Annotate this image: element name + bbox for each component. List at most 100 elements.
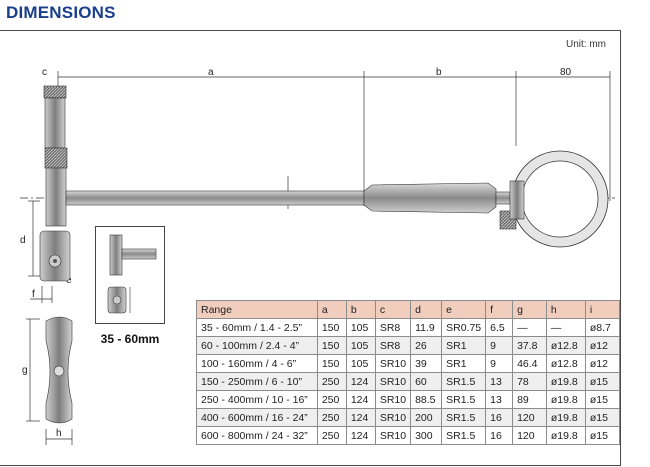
table-cell: ø12.8 <box>545 336 586 355</box>
label-f: f <box>32 289 35 300</box>
table-cell: ø15 <box>584 408 621 427</box>
table-cell: SR10 <box>374 354 412 373</box>
header-b: b <box>345 300 376 319</box>
table-cell: ø19.8 <box>545 390 586 409</box>
table-header-row: Range a b c d e f g h i <box>196 300 621 319</box>
page-title: DIMENSIONS <box>6 3 116 22</box>
gauge-drawing: c a b 80 d e f g h <box>20 67 615 445</box>
table-cell: ø8.7 <box>584 318 621 337</box>
table-cell: — <box>545 318 586 337</box>
table-cell: ø15 <box>584 372 621 391</box>
table-cell: 16 <box>485 408 514 427</box>
inset-caption: 35 - 60mm <box>100 332 160 346</box>
table-cell: SR8 <box>374 318 412 337</box>
table-cell: 150 - 250mm / 6 - 10” <box>196 372 318 391</box>
table-cell: 124 <box>345 372 376 391</box>
table-cell: 250 <box>316 426 347 445</box>
table-cell: 9 <box>485 354 514 373</box>
header-f: f <box>485 300 514 319</box>
table-cell: SR8 <box>374 336 412 355</box>
table-cell: 124 <box>345 408 376 427</box>
grip-illustration <box>363 182 497 214</box>
table-cell: 13 <box>485 372 514 391</box>
inset-drawing <box>107 234 157 314</box>
table-cell: 89 <box>512 390 547 409</box>
table-cell: 150 <box>316 318 347 337</box>
header-g: g <box>512 300 547 319</box>
table-cell: 105 <box>345 354 376 373</box>
header-i: i <box>584 300 621 319</box>
table-cell: ø15 <box>584 426 621 445</box>
table-cell: 400 - 600mm / 16 - 24” <box>196 408 318 427</box>
table-cell: 105 <box>345 336 376 355</box>
table-cell: 11.9 <box>410 318 443 337</box>
table-cell: ø12.8 <box>545 354 586 373</box>
table-cell: SR1 <box>441 336 487 355</box>
label-80: 80 <box>560 67 572 78</box>
dial-indicator-illustration <box>509 150 609 248</box>
table-cell: SR10 <box>374 426 412 445</box>
table-cell: 13 <box>485 390 514 409</box>
label-d: d <box>20 235 26 246</box>
unit-label: Unit: mm <box>566 39 606 50</box>
table-cell: 100 - 160mm / 4 - 6” <box>196 354 318 373</box>
table-cell: SR1.5 <box>441 390 487 409</box>
label-c: c <box>42 67 47 78</box>
table-cell: 250 <box>316 390 347 409</box>
table-cell: SR1.5 <box>441 408 487 427</box>
table-cell: 26 <box>410 336 443 355</box>
table-cell: SR1.5 <box>441 372 487 391</box>
header-c: c <box>374 300 412 319</box>
table-cell: 250 <box>316 408 347 427</box>
table-cell: 124 <box>345 390 376 409</box>
label-a: a <box>208 67 214 78</box>
small-range-inset <box>95 226 165 324</box>
table-cell: ø19.8 <box>545 372 586 391</box>
table-cell: 150 <box>316 354 347 373</box>
table-cell: 600 - 800mm / 24 - 32” <box>196 426 318 445</box>
table-cell: 78 <box>512 372 547 391</box>
table-cell: 46.4 <box>512 354 547 373</box>
table-cell: 6.5 <box>485 318 514 337</box>
dimensions-panel: Unit: mm <box>0 30 621 466</box>
header-a: a <box>316 300 347 319</box>
table-cell: 124 <box>345 426 376 445</box>
table-cell: 35 - 60mm / 1.4 - 2.5” <box>196 318 318 337</box>
table-cell: 60 <box>410 372 443 391</box>
label-e: e <box>66 275 72 286</box>
header-range: Range <box>196 300 318 319</box>
table-cell: ø15 <box>584 390 621 409</box>
table-cell: 88.5 <box>410 390 443 409</box>
table-cell: SR10 <box>374 390 412 409</box>
table-cell: ø19.8 <box>545 426 586 445</box>
table-cell: — <box>512 318 547 337</box>
table-cell: 16 <box>485 426 514 445</box>
table-cell: 300 <box>410 426 443 445</box>
table-cell: 250 <box>316 372 347 391</box>
table-cell: ø19.8 <box>545 408 586 427</box>
table-cell: ø12 <box>584 354 621 373</box>
header-h: h <box>545 300 586 319</box>
table-cell: 150 <box>316 336 347 355</box>
rod-illustration <box>65 190 365 206</box>
header-d: d <box>410 300 443 319</box>
table-cell: SR0.75 <box>441 318 487 337</box>
table-cell: SR1.5 <box>441 426 487 445</box>
gauge-head-illustration <box>39 85 71 282</box>
table-cell: 37.8 <box>512 336 547 355</box>
label-h: h <box>56 428 62 439</box>
header-e: e <box>441 300 487 319</box>
table-cell: 200 <box>410 408 443 427</box>
table-cell: SR1 <box>441 354 487 373</box>
table-cell: 120 <box>512 426 547 445</box>
table-cell: 250 - 400mm / 10 - 16” <box>196 390 318 409</box>
table-cell: SR10 <box>374 372 412 391</box>
